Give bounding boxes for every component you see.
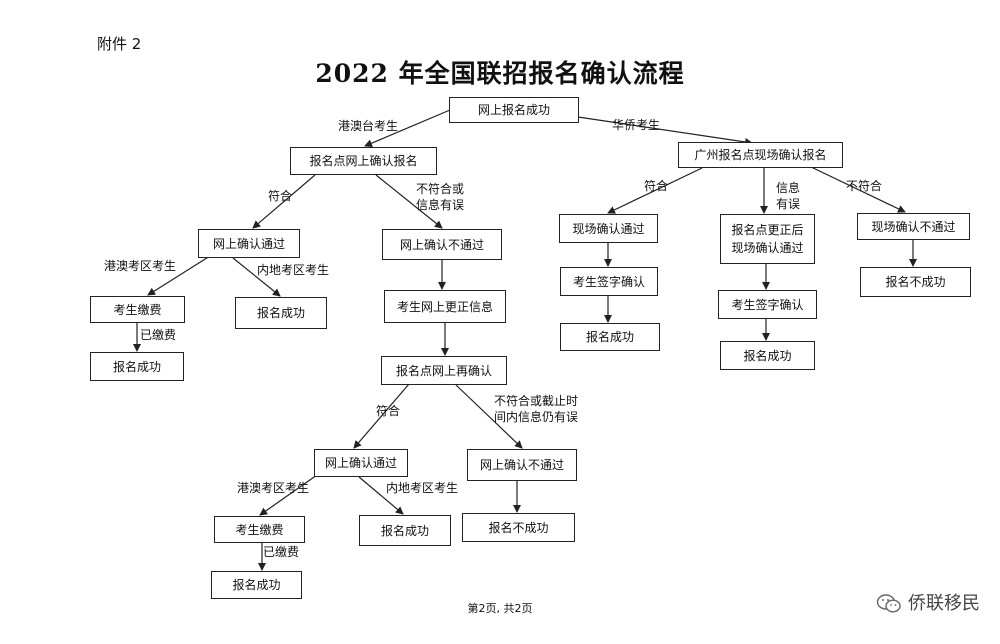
label-hk-area-1: 港澳考区考生 bbox=[104, 259, 177, 273]
box-pay-fee-2: 考生缴费 bbox=[214, 516, 305, 543]
arrow-pass1-to-mainland bbox=[232, 257, 281, 297]
corrected-line-2: 现场确认通过 bbox=[731, 241, 804, 255]
arrow-gz-to-onsite-pass bbox=[607, 167, 703, 214]
label-mismatch-2-line-2: 间内信息仍有误 bbox=[494, 410, 579, 424]
arrow-reconfirm-to-fail2 bbox=[455, 384, 523, 449]
wechat-icon bbox=[876, 594, 901, 613]
box-online-confirm-pass-1: 网上确认通过 bbox=[198, 229, 300, 258]
label-hk-area-2: 港澳考区考生 bbox=[237, 481, 310, 495]
label-mismatch-1-line-1: 不符合或 bbox=[416, 182, 465, 196]
box-success-mainland-1: 报名成功 bbox=[235, 297, 327, 329]
box-update-info: 考生网上更正信息 bbox=[384, 290, 506, 323]
watermark: 侨联移民 bbox=[876, 592, 980, 616]
box-sign-confirm-2: 考生签字确认 bbox=[718, 290, 817, 319]
box-not-success-2: 报名不成功 bbox=[462, 513, 575, 542]
label-hk-tw-students: 港澳台考生 bbox=[338, 119, 399, 133]
box-online-confirm-fail-1: 网上确认不通过 bbox=[382, 229, 502, 260]
label-mainland-area-1: 内地考区考生 bbox=[257, 263, 330, 277]
box-success-paid-1: 报名成功 bbox=[90, 352, 184, 381]
box-pay-fee-1: 考生缴费 bbox=[90, 296, 185, 323]
box-success-gz-2: 报名成功 bbox=[720, 341, 815, 370]
box-reconfirm: 报名点网上再确认 bbox=[381, 356, 507, 385]
label-gz-info-error: 信息 有误 bbox=[776, 180, 800, 212]
box-onsite-pass: 现场确认通过 bbox=[559, 214, 658, 243]
label-mismatch-1: 不符合或 信息有误 bbox=[416, 181, 464, 213]
diagram-title: 2022 年全国联招报名确认流程 bbox=[315, 59, 685, 88]
label-match-1: 符合 bbox=[268, 189, 293, 203]
box-onsite-fail: 现场确认不通过 bbox=[857, 213, 970, 240]
label-gz-info-line-1: 信息 bbox=[776, 181, 801, 195]
arrow-hk-to-pass bbox=[252, 174, 316, 229]
page-number: 第2页, 共2页 bbox=[467, 602, 533, 615]
label-mismatch-2-line-1: 不符合或截止时 bbox=[494, 394, 579, 408]
label-match-2: 符合 bbox=[376, 404, 401, 418]
arrow-pass1-to-pay bbox=[147, 255, 211, 296]
box-gz-onsite-confirm: 广州报名点现场确认报名 bbox=[678, 142, 843, 168]
arrow-start-to-gz bbox=[577, 116, 753, 146]
box-online-registration-success: 网上报名成功 bbox=[449, 97, 579, 123]
arrow-gz-to-onsite-fail bbox=[808, 165, 906, 213]
corrected-line-1: 报名点更正后 bbox=[731, 223, 804, 237]
label-mainland-area-2: 内地考区考生 bbox=[386, 481, 459, 495]
arrow-hk-to-fail bbox=[375, 174, 443, 229]
arrow-pass2-to-pay bbox=[259, 474, 318, 516]
label-mismatch-1-line-2: 信息有误 bbox=[416, 198, 465, 212]
label-mismatch-2: 不符合或截止时 间内信息仍有误 bbox=[494, 393, 578, 425]
arrow-start-to-hk bbox=[364, 109, 451, 147]
box-online-confirm-pass-2: 网上确认通过 bbox=[314, 449, 408, 477]
label-gz-info-line-2: 有误 bbox=[776, 197, 801, 211]
watermark-text: 侨联移民 bbox=[908, 593, 980, 614]
label-paid-1: 已缴费 bbox=[140, 328, 177, 342]
arrow-pass2-to-mainland bbox=[358, 476, 404, 515]
label-overseas-chinese-students: 华侨考生 bbox=[612, 118, 661, 132]
box-corrected-onsite-pass: 报名点更正后 现场确认通过 bbox=[720, 214, 815, 264]
attachment-label: 附件 2 bbox=[97, 35, 142, 53]
box-online-confirm-fail-2: 网上确认不通过 bbox=[467, 449, 577, 481]
label-gz-mismatch: 不符合 bbox=[846, 179, 883, 193]
box-hk-online-confirm: 报名点网上确认报名 bbox=[290, 147, 437, 175]
box-success-paid-2: 报名成功 bbox=[211, 571, 302, 599]
label-paid-2: 已缴费 bbox=[263, 545, 300, 559]
box-success-gz-1: 报名成功 bbox=[560, 323, 660, 351]
arrow-reconfirm-to-pass2 bbox=[353, 383, 410, 449]
box-not-success-gz: 报名不成功 bbox=[860, 267, 971, 297]
box-success-mainland-2: 报名成功 bbox=[359, 515, 451, 546]
label-gz-match: 符合 bbox=[644, 179, 669, 193]
box-sign-confirm-1: 考生签字确认 bbox=[560, 267, 658, 296]
